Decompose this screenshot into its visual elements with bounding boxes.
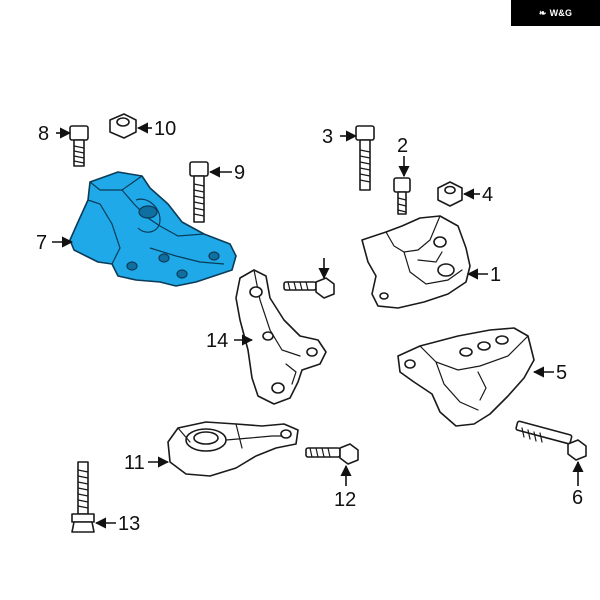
brand-text: W&G <box>549 8 573 18</box>
part-2-bolt[interactable] <box>393 177 411 215</box>
part-4-nut[interactable] <box>437 181 463 207</box>
part-9-bolt[interactable] <box>189 161 209 223</box>
label-8: 8 <box>38 123 49 145</box>
part-3-bolt[interactable] <box>355 125 375 191</box>
part-1-engine-mount[interactable] <box>361 215 471 309</box>
label-4: 4 <box>482 184 493 206</box>
part-unlabeled-bolt[interactable] <box>283 277 335 299</box>
part-6-bolt[interactable] <box>515 420 587 461</box>
part-14-bracket[interactable] <box>235 269 327 405</box>
part-7-transmission-mount[interactable] <box>69 171 237 287</box>
label-2: 2 <box>397 135 408 157</box>
part-11-lower-mount[interactable] <box>167 421 299 477</box>
label-12: 12 <box>334 489 356 511</box>
label-6: 6 <box>572 487 583 509</box>
label-10: 10 <box>154 118 176 140</box>
part-12-bolt[interactable] <box>305 443 359 465</box>
part-10-nut[interactable] <box>109 113 137 139</box>
label-5: 5 <box>556 362 567 384</box>
wings-logo-icon: ❧ <box>538 7 547 18</box>
label-1: 1 <box>490 264 501 286</box>
part-13-bolt[interactable] <box>71 461 95 533</box>
part-8-bolt[interactable] <box>69 125 89 167</box>
label-7: 7 <box>36 232 47 254</box>
brand-logo: ❧ W&G <box>511 0 600 26</box>
label-11: 11 <box>124 452 145 474</box>
label-3: 3 <box>322 126 333 148</box>
label-14: 14 <box>206 330 228 352</box>
label-13: 13 <box>118 513 140 535</box>
part-5-bracket[interactable] <box>397 327 535 427</box>
label-9: 9 <box>234 162 245 184</box>
